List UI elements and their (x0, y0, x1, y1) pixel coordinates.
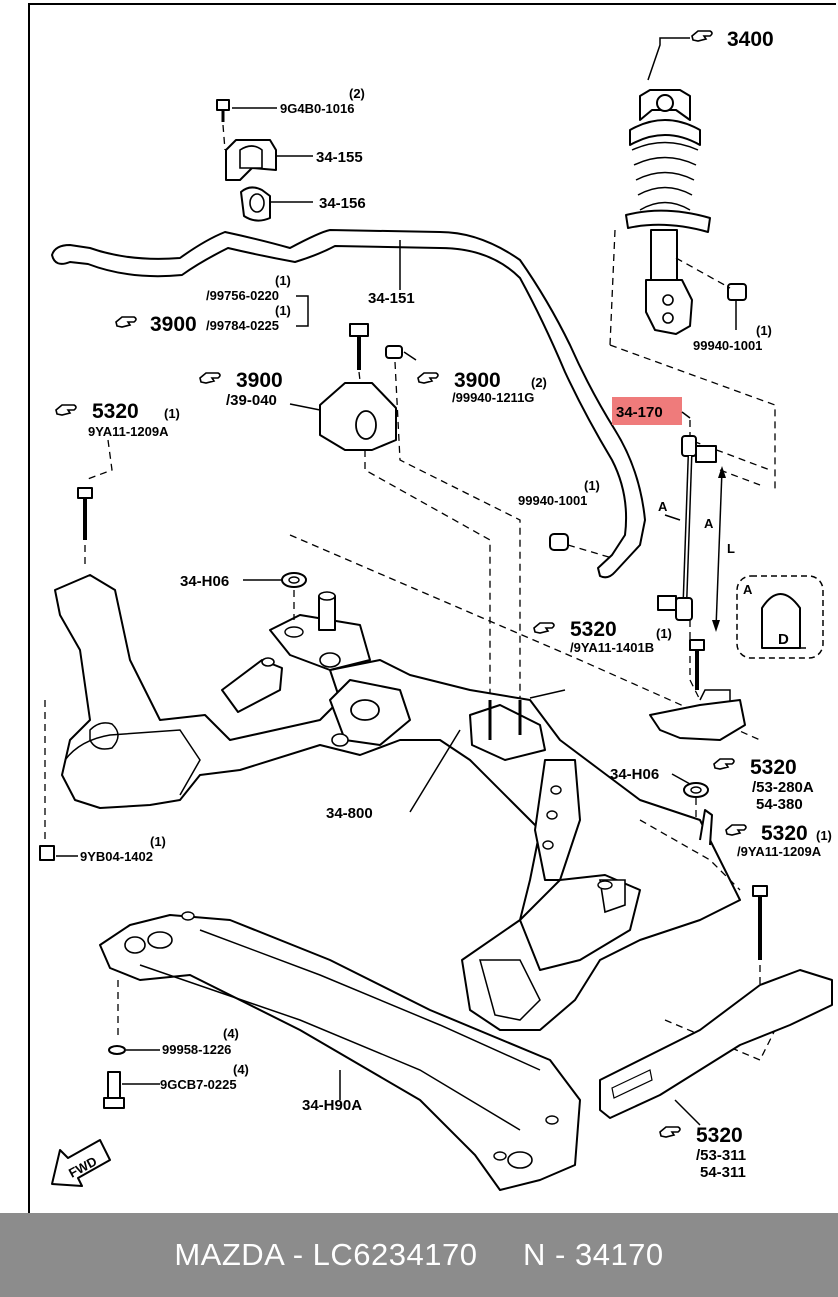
label-qty: (4) (223, 1026, 239, 1041)
label-34-170[interactable]: 34-170 (616, 404, 663, 421)
reference-hand-icon (417, 372, 439, 384)
reference-hand-icon (55, 404, 77, 416)
reference-hand-icon (533, 622, 555, 634)
exploded-parts-diagram: 3400 (2) 9G4B0-1016 34-155 34-156 34-151… (39, 28, 833, 1191)
label-9g4b0-1016[interactable]: 9G4B0-1016 (280, 101, 354, 116)
label-3900[interactable]: 3900 (150, 313, 197, 336)
label-qty: (4) (233, 1062, 249, 1077)
label-qty: (1) (584, 478, 600, 493)
label-5320[interactable]: 5320 (750, 756, 797, 779)
label-39-040[interactable]: /39-040 (226, 392, 277, 409)
right-bracket-5320 (639, 639, 746, 891)
label-3400[interactable]: 3400 (727, 28, 774, 51)
label-5320[interactable]: 5320 (761, 822, 808, 845)
dimension-a: A (704, 516, 714, 531)
lower-right-rail (599, 885, 833, 1126)
label-34-151[interactable]: 34-151 (368, 290, 415, 307)
reference-hand-icon (199, 372, 221, 384)
label-34-800[interactable]: 34-800 (326, 805, 373, 822)
label-qty: (2) (531, 375, 547, 390)
dimension-d: D (778, 631, 789, 648)
label-34-h06[interactable]: 34-H06 (180, 573, 229, 590)
reference-hand-icon (725, 824, 747, 836)
label-qty: (1) (275, 273, 291, 288)
front-crossmember (54, 574, 741, 1031)
rear-crossmember (99, 911, 581, 1191)
stabilizer-bar (51, 229, 646, 579)
reference-hand-icon (659, 1126, 681, 1138)
label-qty: (1) (275, 303, 291, 318)
dimension-a: A (658, 499, 668, 514)
label-53-280a[interactable]: /53-280A (752, 779, 814, 796)
label-53-311[interactable]: /53-311 (696, 1147, 746, 1164)
label-qty: (1) (816, 828, 832, 843)
label-99958-1226[interactable]: 99958-1226 (162, 1042, 231, 1057)
label-9ya11-1209a[interactable]: /9YA11-1209A (737, 844, 822, 859)
label-5320[interactable]: 5320 (92, 400, 139, 423)
label-34-156[interactable]: 34-156 (319, 195, 366, 212)
left-bolt (77, 439, 113, 565)
detail-a-box (736, 575, 824, 659)
detail-a-label: A (743, 582, 753, 597)
label-34-h06[interactable]: 34-H06 (610, 766, 659, 783)
label-qty: (1) (164, 406, 180, 421)
label-5320[interactable]: 5320 (696, 1124, 743, 1147)
dimension-l: L (727, 541, 735, 556)
label-qty: (1) (656, 626, 672, 641)
left-nut (39, 700, 78, 861)
reference-hand-icon (115, 316, 137, 328)
label-99784-0225[interactable]: /99784-0225 (206, 318, 279, 333)
reference-hand-icon (713, 758, 735, 770)
part-number-caption: MAZDA - LC6234170 N - 34170 (174, 1237, 664, 1272)
footer-bar: MAZDA - LC6234170 N - 34170 (0, 1213, 838, 1297)
stabilizer-link (549, 397, 771, 701)
bushing-and-bolts (289, 295, 521, 700)
label-99940-1211g[interactable]: /99940-1211G (452, 390, 534, 405)
label-3900[interactable]: 3900 (236, 369, 283, 392)
label-54-311[interactable]: 54-311 (700, 1164, 746, 1181)
label-9ya11-1401b[interactable]: /9YA11-1401B (570, 640, 654, 655)
label-99756-0220[interactable]: /99756-0220 (206, 288, 279, 303)
label-9gcb7-0225[interactable]: 9GCB7-0225 (160, 1077, 237, 1092)
label-qty: (1) (150, 834, 166, 849)
diagram-border (28, 3, 836, 1213)
fwd-arrow (51, 1139, 111, 1187)
label-5320[interactable]: 5320 (570, 618, 617, 641)
label-54-380[interactable]: 54-380 (756, 796, 803, 813)
label-qty: (2) (349, 86, 365, 101)
strut-assembly (609, 37, 776, 490)
reference-hand-icon (691, 30, 713, 42)
label-qty: (1) (756, 323, 772, 338)
label-99940-1001[interactable]: 99940-1001 (518, 493, 587, 508)
label-9yb04-1402[interactable]: 9YB04-1402 (80, 849, 153, 864)
label-34-155[interactable]: 34-155 (316, 149, 363, 166)
stabilizer-mounting-hardware (216, 99, 313, 222)
label-99940-1001[interactable]: 99940-1001 (693, 338, 762, 353)
label-3900[interactable]: 3900 (454, 369, 501, 392)
label-9ya11-1209a[interactable]: 9YA11-1209A (88, 424, 169, 439)
label-34-h90a[interactable]: 34-H90A (302, 1097, 362, 1114)
